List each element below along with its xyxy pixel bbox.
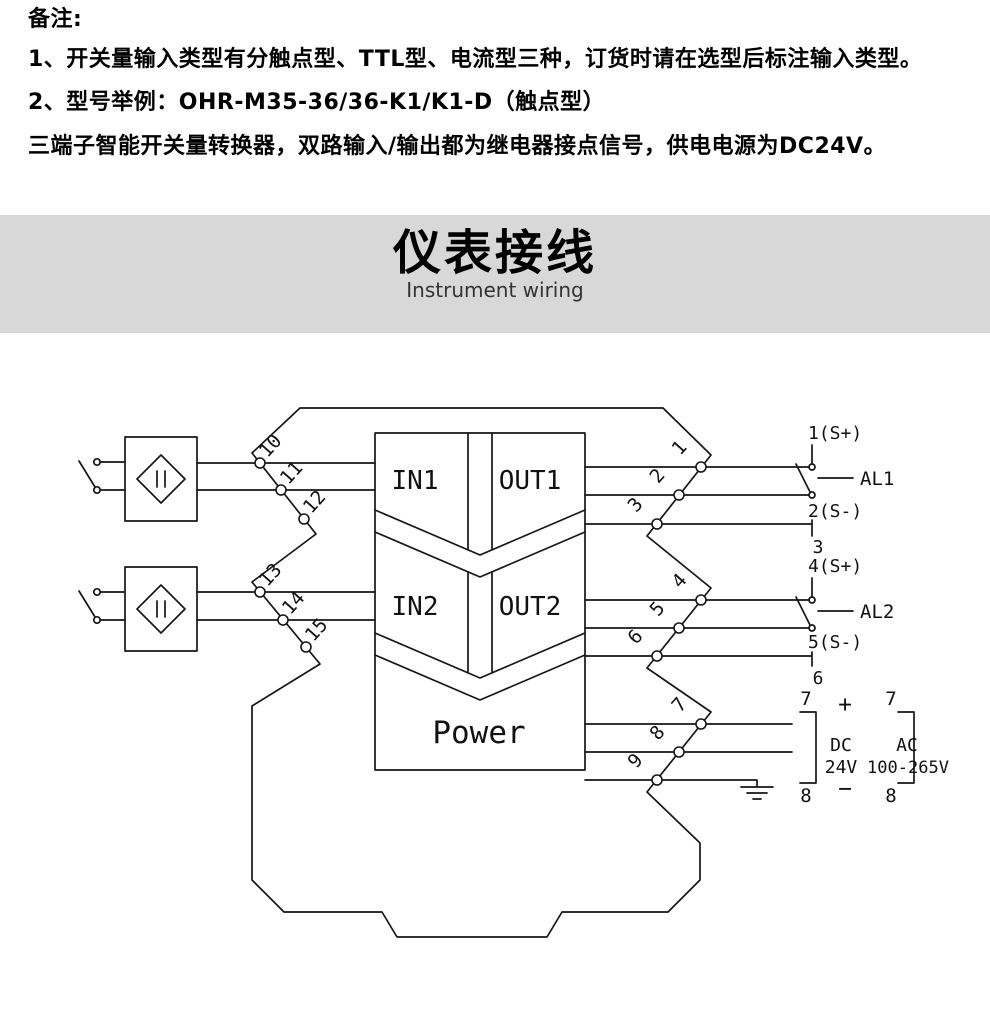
dc-label: DC <box>830 735 852 756</box>
terminal-10 <box>254 457 266 469</box>
terminal-6 <box>651 650 663 662</box>
relay-lines <box>795 577 854 667</box>
terminal-7 <box>695 718 707 730</box>
output-wires-al2 <box>584 599 813 657</box>
power-supply-labels: 7 + DC 24V 8 − 7 AC 100-265V 8 <box>800 688 949 807</box>
terminal-number: 9 <box>624 749 648 772</box>
ac-label: AC <box>896 735 918 756</box>
output-wires-al1 <box>584 466 813 525</box>
terminals <box>254 457 707 786</box>
al1-bottom-label: 2(S-) <box>808 501 862 522</box>
sensor-input-2 <box>78 566 198 652</box>
al2-name-label: AL2 <box>860 601 894 623</box>
terminal-number: 10 <box>255 430 287 462</box>
terminal-4 <box>695 594 707 606</box>
notes-title: 备注: <box>28 7 83 32</box>
terminal-number: 2 <box>646 464 670 487</box>
al2-common-label: 6 <box>813 668 824 689</box>
terminal-8 <box>673 746 685 758</box>
terminal-13 <box>254 586 266 598</box>
module-outline <box>251 407 712 938</box>
label-out1: OUT1 <box>499 466 562 496</box>
al1-top-label: 1(S+) <box>808 423 862 444</box>
ac-bottom-terminal: 8 <box>885 785 896 807</box>
terminal-number: 8 <box>646 721 670 744</box>
terminal-number: 5 <box>646 597 670 620</box>
sensor-box <box>124 436 198 522</box>
note-line-2: 2、型号举例：OHR-M35-36/36-K1/K1-D（触点型） <box>28 90 606 115</box>
label-power: Power <box>432 715 525 751</box>
sensor-input-1 <box>78 436 198 522</box>
power-wires <box>584 723 793 787</box>
al2-top-label: 4(S+) <box>808 556 862 577</box>
terminal-3 <box>651 518 663 530</box>
al2-bottom-label: 5(S-) <box>808 632 862 653</box>
switch-blade-icon <box>78 460 96 488</box>
terminal-number: 6 <box>624 625 648 648</box>
terminal-5 <box>673 622 685 634</box>
terminal-number: 15 <box>301 614 333 646</box>
terminal-number: 1 <box>668 436 692 459</box>
block-labels: IN1 OUT1 IN2 OUT2 Power <box>392 466 562 751</box>
switch-leads <box>99 591 126 621</box>
relay-contact <box>808 463 816 471</box>
ac-top-terminal: 7 <box>885 688 896 710</box>
terminal-number: 12 <box>299 486 331 518</box>
al1-common-label: 3 <box>813 537 824 558</box>
terminal-12 <box>298 513 310 525</box>
notes-section: 备注: 1、开关量输入类型有分触点型、TTL型、电流型三种，订货时请在选型后标注… <box>0 0 990 176</box>
terminal-number: 11 <box>276 457 308 489</box>
note-line-1: 1、开关量输入类型有分触点型、TTL型、电流型三种，订货时请在选型后标注输入类型… <box>28 46 923 72</box>
isolation-bands <box>374 432 586 701</box>
banner-title: 仪表接线 <box>392 225 597 281</box>
proximity-sensor-icon <box>136 584 186 634</box>
alarm2-labels: 4(S+) 5(S-) 6 AL2 <box>808 556 894 689</box>
terminal-14 <box>277 614 289 626</box>
terminal-11 <box>275 484 287 496</box>
label-in2: IN2 <box>392 592 439 622</box>
terminal-9 <box>651 774 663 786</box>
terminal-number: 13 <box>255 559 287 591</box>
relay-lines <box>795 444 854 537</box>
proximity-sensor-icon <box>136 454 186 504</box>
ac-voltage-label: 100-265V <box>867 758 949 778</box>
dc-minus-sign: − <box>838 776 852 802</box>
dc-plus-sign: + <box>838 692 852 718</box>
note-line-3: 三端子智能开关量转换器，双路输入/输出都为继电器接点信号，供电电源为DC24V。 <box>28 133 887 159</box>
alarm-contact-2 <box>795 577 854 667</box>
terminal-2 <box>673 489 685 501</box>
section-banner: 仪表接线 Instrument wiring <box>0 215 990 333</box>
dc-top-terminal: 7 <box>800 688 811 710</box>
label-out2: OUT2 <box>499 592 562 622</box>
alarm-contact-1 <box>795 444 854 537</box>
switch-leads <box>99 461 126 491</box>
sensor-box <box>124 566 198 652</box>
terminal-15 <box>300 641 312 653</box>
relay-contact <box>808 624 816 632</box>
relay-contact <box>808 491 816 499</box>
dc-bottom-terminal: 8 <box>800 785 811 807</box>
al1-name-label: AL1 <box>860 468 894 490</box>
module-body <box>374 432 586 771</box>
module-body-frame <box>374 432 586 771</box>
ac-supply-bracket <box>897 711 915 784</box>
terminal-number: 4 <box>668 569 692 592</box>
dc-voltage-label: 24V <box>825 757 858 778</box>
ground-icon <box>740 786 774 800</box>
switch-blade-icon <box>78 590 96 618</box>
relay-contact <box>808 596 816 604</box>
terminal-1 <box>695 461 707 473</box>
alarm1-labels: 1(S+) 2(S-) 3 AL1 <box>808 423 894 558</box>
banner-subtitle: Instrument wiring <box>406 277 584 302</box>
label-in1: IN1 <box>392 466 439 496</box>
dc-supply-bracket <box>799 711 817 784</box>
terminal-number: 3 <box>624 493 648 516</box>
